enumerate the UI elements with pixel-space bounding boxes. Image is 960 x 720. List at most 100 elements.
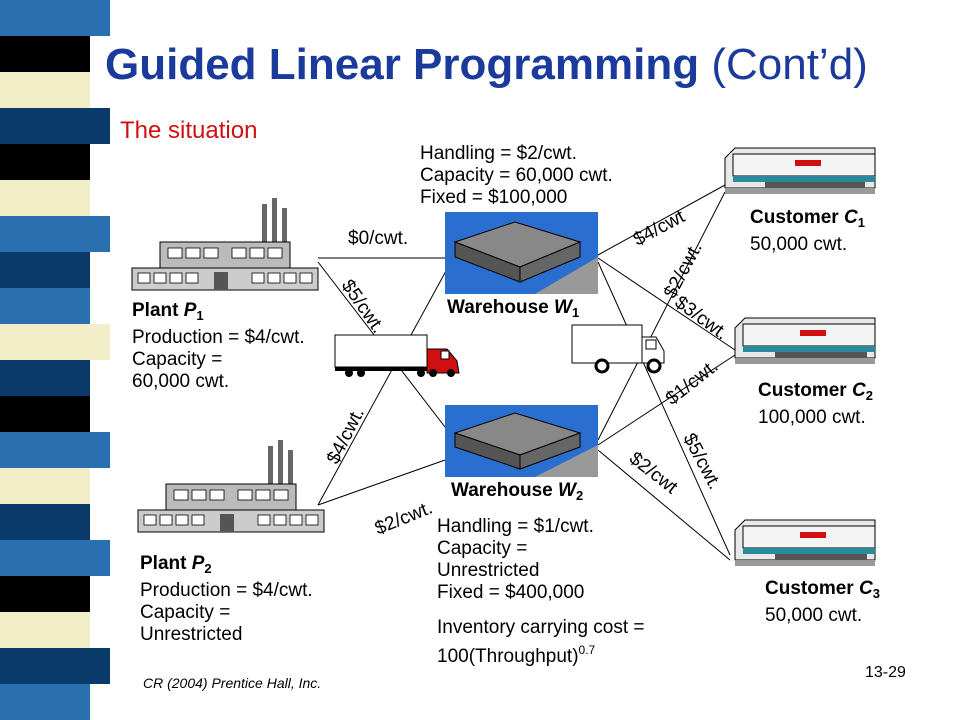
title-rest-text: (Cont’d) — [711, 40, 868, 89]
stripe-block — [0, 612, 90, 648]
c2-info: Customer C2 100,000 cwt. — [758, 380, 873, 429]
c3-index: 3 — [872, 586, 880, 601]
line-w1-c3 — [597, 261, 731, 556]
c3-symbol: C — [858, 578, 873, 599]
stripe-block — [0, 180, 90, 216]
title-bold-text: Guided Linear Programming — [105, 40, 700, 89]
line-w2-c2 — [597, 354, 736, 446]
p1-info: Plant P1 Production = $4/cwt. Capacity =… — [132, 300, 305, 393]
p2-capacity-value: Unrestricted — [140, 624, 243, 645]
w2-label-text: Warehouse — [451, 480, 553, 501]
stripe-block — [0, 288, 90, 324]
p1-label-text: Plant — [132, 300, 179, 321]
slide-title: Guided Linear Programming (Cont’d) — [105, 40, 868, 90]
slide-subtitle: The situation — [120, 117, 258, 144]
w1-info: Handling = $2/cwt. Capacity = 60,000 cwt… — [420, 143, 613, 209]
w2-label: Warehouse W2 — [451, 480, 583, 507]
c2-label: Customer C2 — [758, 380, 873, 407]
decorative-stripe-column — [0, 0, 110, 720]
stripe-block — [0, 324, 110, 360]
route-lines — [317, 184, 736, 561]
p1-index: 1 — [196, 308, 204, 323]
stripe-block — [0, 360, 90, 396]
line-p2-w2 — [317, 459, 446, 506]
p1-capacity-value: 60,000 cwt. — [132, 371, 230, 392]
p2-info: Plant P2 Production = $4/cwt. Capacity =… — [140, 553, 313, 646]
p2-production: Production = $4/cwt. — [140, 580, 313, 601]
stripe-block — [0, 468, 90, 504]
c1-label: Customer C1 — [750, 207, 865, 234]
stripe-block — [0, 36, 90, 72]
semi-truck-icon — [334, 334, 460, 377]
w2-fixed: Fixed = $400,000 — [437, 582, 585, 603]
line-w2-c1 — [597, 191, 726, 441]
w2-capacity-value: Unrestricted — [437, 560, 540, 581]
p1-label: Plant P1 — [132, 300, 305, 327]
w1-fixed: Fixed = $100,000 — [420, 187, 568, 208]
p2-index: 2 — [204, 561, 212, 576]
w1-index: 1 — [571, 305, 580, 320]
stripe-block — [0, 540, 110, 576]
store-icon — [734, 317, 876, 364]
rate-p1-w1: $0/cwt. — [348, 228, 409, 249]
w2-index: 2 — [575, 488, 584, 503]
c2-demand: 100,000 cwt. — [758, 407, 866, 428]
c1-index: 1 — [857, 215, 865, 230]
stripe-block — [0, 648, 110, 684]
c3-label-text: Customer — [765, 578, 854, 599]
c3-label: Customer C3 — [765, 578, 880, 605]
p2-label-text: Plant — [140, 553, 187, 574]
stripe-block — [0, 504, 90, 540]
p2-symbol: P — [191, 553, 205, 574]
warehouse-icon — [445, 405, 598, 477]
w2-info: Handling = $1/cwt. Capacity = Unrestrict… — [437, 516, 645, 668]
stripe-block — [0, 684, 90, 720]
p1-capacity-label: Capacity = — [132, 349, 223, 370]
w2-inventory-line2: 100(Throughput)0.7 — [437, 639, 645, 668]
w1-capacity: Capacity = 60,000 cwt. — [420, 165, 613, 186]
c2-label-text: Customer — [758, 380, 847, 401]
w1-label: Warehouse W1 — [447, 297, 579, 324]
p1-production: Production = $4/cwt. — [132, 327, 305, 348]
factory-icon — [137, 440, 325, 533]
stripe-block — [0, 108, 110, 144]
c3-info: Customer C3 50,000 cwt. — [765, 578, 880, 627]
stripe-block — [0, 0, 110, 36]
c1-label-text: Customer — [750, 207, 839, 228]
stripe-block — [0, 252, 90, 288]
line-w2-c3 — [597, 449, 731, 561]
copyright-footer: CR (2004) Prentice Hall, Inc. — [143, 675, 322, 691]
stripe-block — [0, 432, 110, 468]
w2-inventory-formula: 100(Throughput) — [437, 646, 579, 667]
box-truck-icon — [571, 324, 665, 374]
stripe-block — [0, 72, 90, 108]
stripe-block — [0, 396, 90, 432]
c3-demand: 50,000 cwt. — [765, 605, 863, 626]
stripe-block — [0, 144, 90, 180]
p2-capacity-label: Capacity = — [140, 602, 231, 623]
store-icon — [734, 519, 876, 566]
stripe-block — [0, 576, 90, 612]
w1-label-text: Warehouse — [447, 297, 549, 318]
page-number: 13-29 — [865, 664, 906, 681]
c1-symbol: C — [843, 207, 858, 228]
w2-handling: Handling = $1/cwt. — [437, 516, 594, 537]
c2-symbol: C — [851, 380, 866, 401]
c2-index: 2 — [865, 388, 873, 403]
line-p2-w1 — [317, 259, 453, 506]
line-w1-c1 — [597, 184, 726, 256]
w1-handling: Handling = $2/cwt. — [420, 143, 577, 164]
warehouse-icon — [445, 212, 598, 294]
c1-demand: 50,000 cwt. — [750, 234, 848, 255]
p1-symbol: P — [183, 300, 197, 321]
stripe-block — [0, 216, 110, 252]
w2-symbol: W — [558, 480, 576, 501]
w2-inventory-exponent: 0.7 — [578, 643, 596, 657]
c1-info: Customer C1 50,000 cwt. — [750, 207, 865, 256]
w1-symbol: W — [554, 297, 572, 318]
p2-label: Plant P2 — [140, 553, 313, 580]
line-w1-c2 — [597, 257, 736, 351]
w2-inventory-line1: Inventory carrying cost = — [437, 617, 645, 638]
factory-icon — [131, 198, 319, 291]
